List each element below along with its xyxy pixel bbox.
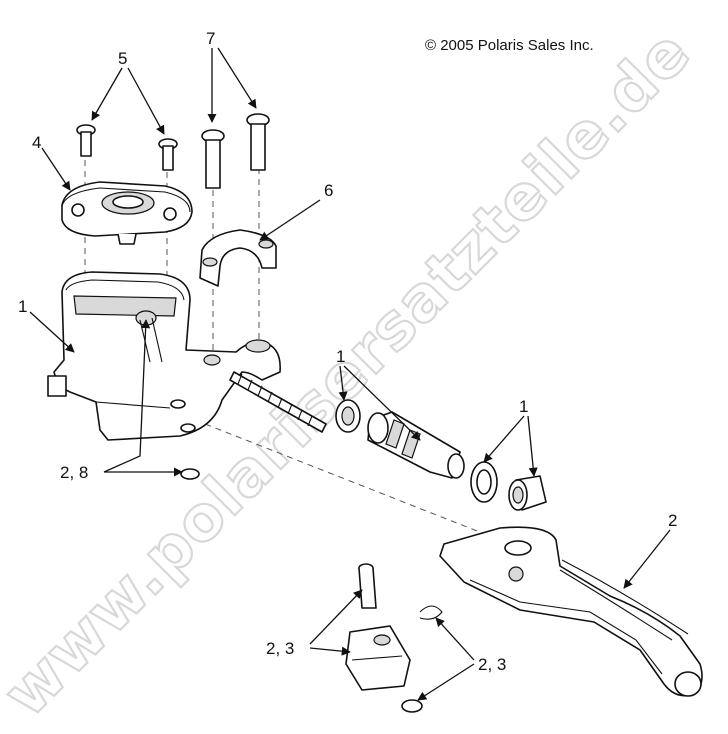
clamp-bolt-left [201, 129, 225, 189]
copyright-text: © 2005 Polaris Sales Inc. [425, 37, 594, 54]
callout-5: 5 [118, 49, 127, 68]
cover-screw-left [76, 124, 96, 157]
callout-labels: 5 7 4 6 1 1 1 2, 8 2 2, 3 2, 3 [18, 29, 677, 674]
o-ring [180, 468, 200, 480]
return-spring [229, 371, 327, 433]
piston-cup [335, 399, 361, 433]
clamp-bolt-right [246, 113, 270, 171]
piston [367, 411, 465, 479]
cover-screw-right [158, 138, 178, 171]
piston-washer [470, 461, 498, 503]
reservoir-cover [61, 181, 193, 245]
callout-6: 6 [324, 181, 333, 200]
callout-2-8: 2, 8 [60, 463, 88, 482]
callout-2-3-right: 2, 3 [478, 655, 506, 674]
lever-clip [419, 605, 443, 620]
callout-1-piston: 1 [336, 347, 345, 366]
callout-7: 7 [206, 29, 215, 48]
master-cylinder-body [47, 271, 281, 441]
callout-2-lever: 2 [668, 511, 677, 530]
dust-boot [508, 475, 547, 511]
switch-retainer [401, 699, 423, 713]
callout-4: 4 [32, 133, 41, 152]
handlebar-clamp [199, 229, 277, 287]
brake-lever [439, 526, 703, 697]
leader-lines [29, 47, 671, 701]
callout-1-body: 1 [18, 297, 27, 316]
lever-pivot-pin [358, 563, 377, 609]
brake-switch [345, 625, 411, 691]
callout-2-3-left: 2, 3 [266, 639, 294, 658]
callout-1-boot: 1 [519, 397, 528, 416]
